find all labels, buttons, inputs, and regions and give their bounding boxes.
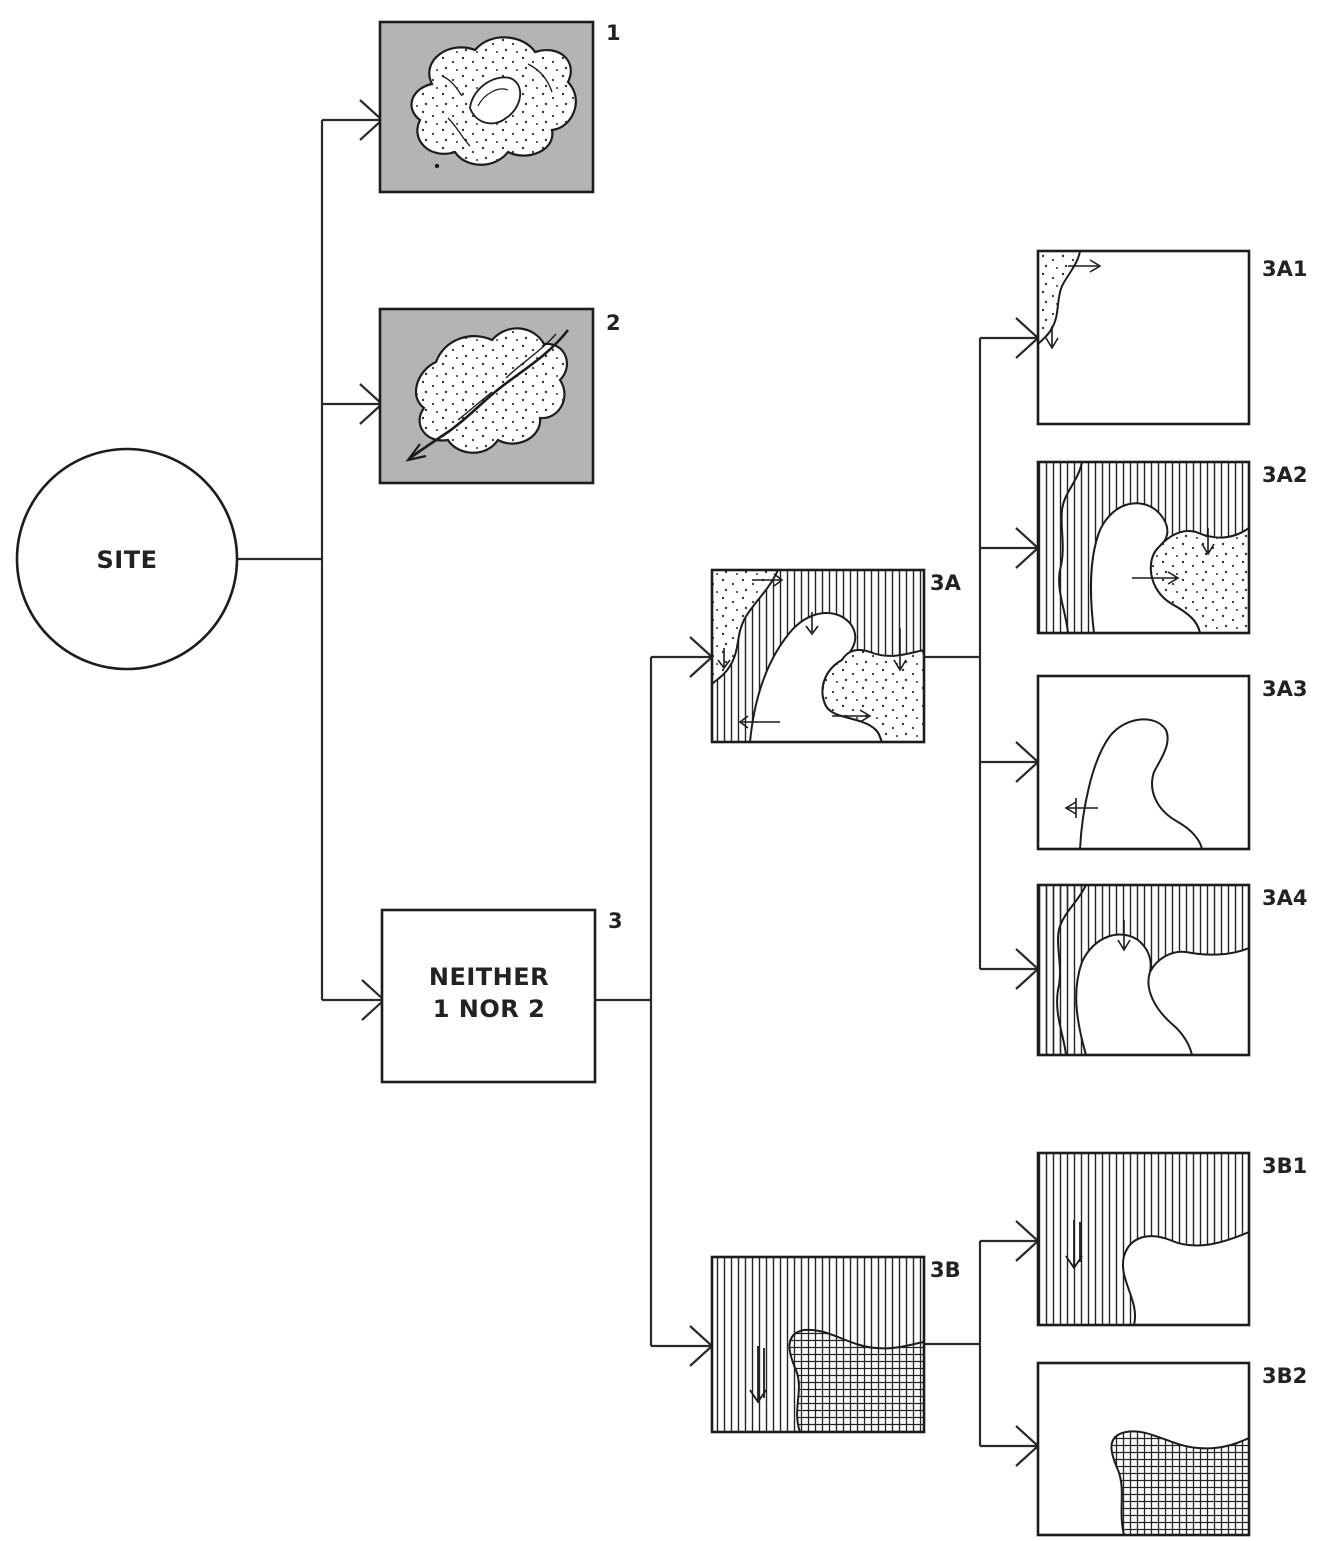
label-3a: 3A [930,571,962,595]
panel-3b1: 3B1 [1038,1153,1307,1325]
label-3a3: 3A3 [1262,677,1307,701]
panel-3b2: 3B2 [1038,1363,1307,1535]
label-3b: 3B [930,1258,961,1282]
site-label: SITE [97,546,158,574]
panel-1: 1 [380,21,621,192]
label-3a4: 3A4 [1262,886,1307,910]
label-3b2: 3B2 [1262,1364,1307,1388]
panel-3a: 3A [712,570,962,742]
label-3a1: 3A1 [1262,257,1307,281]
box3-line-1: NEITHER [429,963,549,991]
label-3a2: 3A2 [1262,463,1307,487]
panel-3a2: 3A2 [1038,462,1307,633]
label-2: 2 [606,311,621,335]
site-node: SITE [17,449,237,669]
panel-2: 2 [380,309,621,483]
panel-3a3: 3A3 [1038,676,1307,849]
panel-3a1: 3A1 [1038,251,1307,424]
box3-line-2: 1 NOR 2 [433,995,546,1023]
connector-lines [238,120,1038,1446]
label-3: 3 [608,909,623,933]
label-1: 1 [606,21,621,45]
panel-3b: 3B [712,1257,961,1432]
panel-3: NEITHER 1 NOR 2 3 [382,909,623,1082]
panel-3a4: 3A4 [1038,885,1307,1055]
label-3b1: 3B1 [1262,1154,1307,1178]
